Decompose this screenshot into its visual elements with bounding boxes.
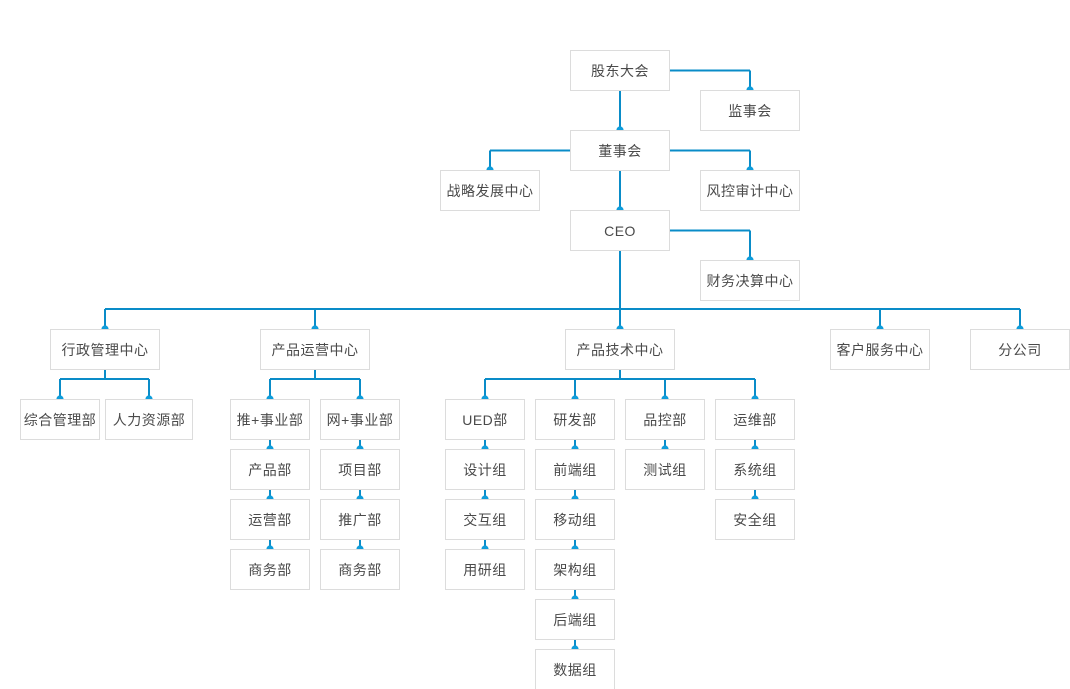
org-node-label: 交互组 — [463, 511, 507, 528]
org-node-label: 测试组 — [643, 461, 687, 478]
org-node-label: 安全组 — [733, 511, 777, 528]
org-node-label: 商务部 — [338, 561, 382, 578]
org-node-rd-dept[interactable]: 研发部 — [535, 399, 615, 440]
org-node-label: 产品部 — [248, 461, 292, 478]
org-node-label: 系统组 — [733, 461, 777, 478]
org-node-system-group[interactable]: 系统组 — [715, 449, 795, 490]
org-node-business-dept-a[interactable]: 商务部 — [230, 549, 310, 590]
org-node-ops-dept[interactable]: 运维部 — [715, 399, 795, 440]
org-node-interaction-group[interactable]: 交互组 — [445, 499, 525, 540]
org-node-admin-center[interactable]: 行政管理中心 — [50, 329, 160, 370]
org-node-shareholders[interactable]: 股东大会 — [570, 50, 670, 91]
org-node-label: 研发部 — [553, 411, 597, 428]
org-node-label: 董事会 — [598, 142, 642, 159]
org-node-general-admin[interactable]: 综合管理部 — [20, 399, 100, 440]
org-node-label: 股东大会 — [591, 62, 649, 79]
org-node-label: 商务部 — [248, 561, 292, 578]
org-node-qa-dept[interactable]: 品控部 — [625, 399, 705, 440]
org-node-label: 财务决算中心 — [706, 272, 794, 289]
org-node-web-bu[interactable]: 网+事业部 — [320, 399, 400, 440]
org-node-design-group[interactable]: 设计组 — [445, 449, 525, 490]
org-node-label: 战略发展中心 — [446, 182, 534, 199]
org-node-mobile-group[interactable]: 移动组 — [535, 499, 615, 540]
org-node-hr[interactable]: 人力资源部 — [105, 399, 193, 440]
org-node-label: 项目部 — [338, 461, 382, 478]
org-node-label: 产品运营中心 — [271, 341, 359, 358]
org-node-label: 推+事业部 — [236, 411, 304, 428]
org-node-risk-audit[interactable]: 风控审计中心 — [700, 170, 800, 211]
org-node-label: 分公司 — [998, 341, 1042, 358]
org-node-architecture-group[interactable]: 架构组 — [535, 549, 615, 590]
org-node-label: 品控部 — [643, 411, 687, 428]
org-node-label: 设计组 — [463, 461, 507, 478]
org-node-finance[interactable]: 财务决算中心 — [700, 260, 800, 301]
org-node-promotion-dept[interactable]: 推广部 — [320, 499, 400, 540]
org-node-ceo[interactable]: CEO — [570, 210, 670, 251]
org-node-label: 用研组 — [463, 561, 507, 578]
org-node-board[interactable]: 董事会 — [570, 130, 670, 171]
org-node-project-dept[interactable]: 项目部 — [320, 449, 400, 490]
org-node-label: 后端组 — [553, 611, 597, 628]
org-node-test-group[interactable]: 测试组 — [625, 449, 705, 490]
org-node-product-tech-center[interactable]: 产品技术中心 — [565, 329, 675, 370]
org-node-label: 风控审计中心 — [706, 182, 794, 199]
org-node-product-dept[interactable]: 产品部 — [230, 449, 310, 490]
org-node-backend-group[interactable]: 后端组 — [535, 599, 615, 640]
org-node-label: 网+事业部 — [326, 411, 394, 428]
org-node-data-group[interactable]: 数据组 — [535, 649, 615, 689]
org-node-label: 人力资源部 — [112, 411, 186, 428]
org-node-label: CEO — [604, 222, 636, 239]
org-node-label: 产品技术中心 — [576, 341, 664, 358]
org-node-business-dept-b[interactable]: 商务部 — [320, 549, 400, 590]
org-node-label: UED部 — [462, 411, 508, 428]
org-node-label: 运营部 — [248, 511, 292, 528]
org-node-label: 前端组 — [553, 461, 597, 478]
org-node-user-research-group[interactable]: 用研组 — [445, 549, 525, 590]
org-node-label: 客户服务中心 — [836, 341, 924, 358]
org-node-frontend-group[interactable]: 前端组 — [535, 449, 615, 490]
org-node-label: 监事会 — [728, 102, 772, 119]
org-node-customer-service-center[interactable]: 客户服务中心 — [830, 329, 930, 370]
org-node-supervisory[interactable]: 监事会 — [700, 90, 800, 131]
org-node-branch-company[interactable]: 分公司 — [970, 329, 1070, 370]
org-node-security-group[interactable]: 安全组 — [715, 499, 795, 540]
org-node-label: 综合管理部 — [23, 411, 97, 428]
org-node-label: 移动组 — [553, 511, 597, 528]
org-node-product-ops-center[interactable]: 产品运营中心 — [260, 329, 370, 370]
org-node-label: 行政管理中心 — [61, 341, 149, 358]
org-node-strategy[interactable]: 战略发展中心 — [440, 170, 540, 211]
org-node-label: 架构组 — [553, 561, 597, 578]
org-node-label: 推广部 — [338, 511, 382, 528]
org-node-label: 数据组 — [553, 661, 597, 678]
org-node-push-bu[interactable]: 推+事业部 — [230, 399, 310, 440]
org-node-ued-dept[interactable]: UED部 — [445, 399, 525, 440]
org-node-operations-dept[interactable]: 运营部 — [230, 499, 310, 540]
org-node-label: 运维部 — [733, 411, 777, 428]
